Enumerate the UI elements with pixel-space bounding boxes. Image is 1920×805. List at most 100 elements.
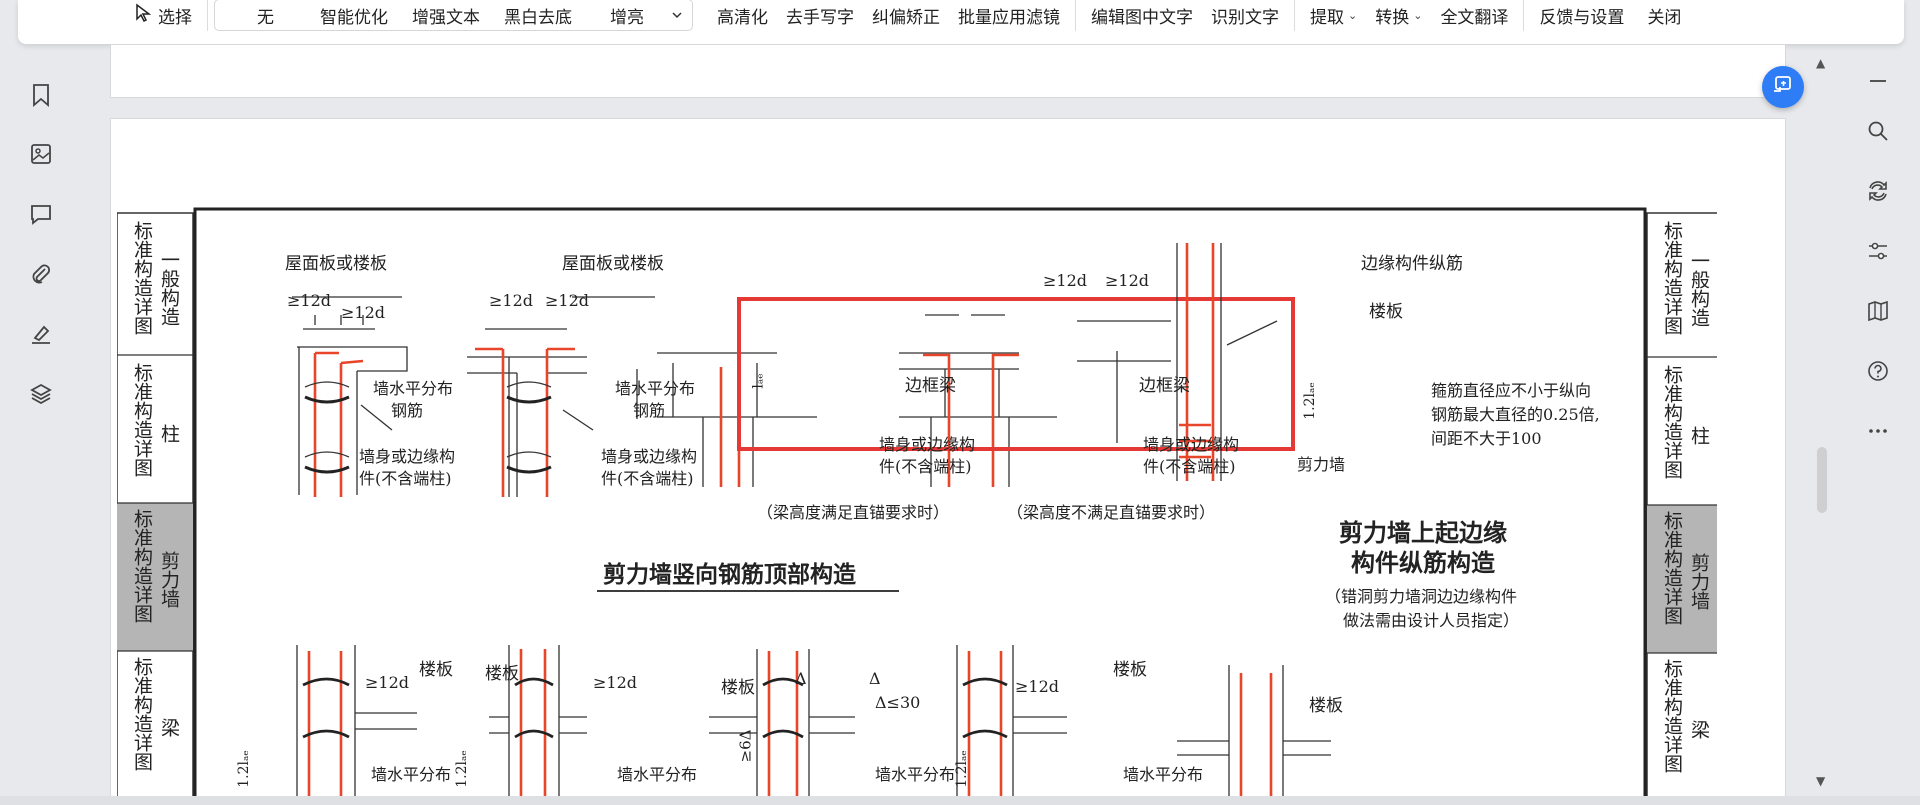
layers-icon[interactable] xyxy=(27,380,55,408)
chevron-down-icon: ⌄ xyxy=(1348,8,1358,22)
search-icon[interactable] xyxy=(1864,117,1892,145)
top-toolbar: 选择 无 智能优化 增强文本 黑白去底 增亮 高清化 去手写字 纠偏矫正 批量应… xyxy=(18,0,1904,44)
right-note-2: 做法需由设计人员指定） xyxy=(1343,611,1520,630)
filter-none[interactable]: 无 xyxy=(257,7,274,28)
label-shear-wall: 剪力墙 xyxy=(1297,455,1346,474)
scroll-down-icon[interactable]: ▼ xyxy=(1816,774,1826,788)
label-lae-12-d: 1.2lₐₑ xyxy=(953,750,970,788)
chevron-down-icon: ⌄ xyxy=(1413,8,1423,22)
label-12d-g: ≥12d xyxy=(365,673,410,692)
toolbar-divider xyxy=(1294,0,1295,31)
comment-icon[interactable] xyxy=(27,200,55,228)
label-floor-slab-4: 楼板 xyxy=(721,678,755,698)
side-cell-beam-right: 标准构造详图 梁 xyxy=(1661,659,1710,773)
label-stirrup-1: 箍筋直径应不小于纵向 xyxy=(1431,381,1592,400)
ocr-button[interactable]: 识别文字 xyxy=(1211,7,1279,28)
settings-sliders-icon[interactable] xyxy=(1864,237,1892,265)
map-book-icon[interactable] xyxy=(1864,297,1892,325)
filter-dropdown-button[interactable] xyxy=(666,0,688,30)
toolbar-divider xyxy=(1523,0,1525,31)
filter-brighten[interactable]: 增亮 xyxy=(610,7,644,28)
toolbar-divider xyxy=(207,0,208,31)
screen-translate-icon xyxy=(1771,73,1795,101)
side-cell-column-right: 标准构造详图 柱 xyxy=(1661,365,1710,479)
scrollbar-thumb[interactable] xyxy=(1817,447,1827,513)
right-note-1: （错洞剪力墙洞边边缘构件 xyxy=(1325,587,1518,606)
label-beam-not-ok: （梁高度不满足直锚要求时） xyxy=(1007,503,1216,522)
edit-text-button[interactable]: 编辑图中文字 xyxy=(1091,7,1193,28)
filter-selector: 无 智能优化 增强文本 黑白去底 增亮 xyxy=(214,0,693,31)
label-wall-body-3b: 件(不含端柱) xyxy=(879,457,972,476)
side-cell-shear-wall: 标准构造详图 剪力墙 xyxy=(131,509,180,623)
floating-tool-button[interactable] xyxy=(1762,66,1804,108)
label-12d-d: ≥12d xyxy=(545,291,590,310)
label-lae-12-c: 1.2lₐₑ xyxy=(453,750,470,788)
label-wall-horiz-2b: 钢筋 xyxy=(633,401,666,420)
label-wall-horiz-4: 墙水平分布 xyxy=(617,765,698,784)
feedback-settings-button[interactable]: 反馈与设置 xyxy=(1539,7,1625,28)
attachment-icon[interactable] xyxy=(27,260,55,288)
label-floor-slab-5: 楼板 xyxy=(1113,660,1147,680)
batch-filter-button[interactable]: 批量应用滤镜 xyxy=(958,7,1060,28)
close-button[interactable]: 关闭 xyxy=(1647,7,1682,28)
document-page-current: 标准构造详图 一般构造 标准构造详图 柱 标准构造详图 剪力墙 标准构造详图 梁… xyxy=(110,118,1786,805)
label-wall-body-2b: 件(不含端柱) xyxy=(601,469,694,488)
label-wall-body-1b: 件(不含端柱) xyxy=(359,469,452,488)
scroll-up-icon[interactable]: ▲ xyxy=(1816,56,1826,70)
label-floor-slab-1: 楼板 xyxy=(1369,302,1403,322)
more-icon[interactable] xyxy=(1864,417,1892,445)
filter-bw-remove-bg[interactable]: 黑白去底 xyxy=(504,7,572,28)
bottom-status-bar xyxy=(0,796,1920,805)
label-wall-body-3: 墙身或边缘构 xyxy=(879,435,976,454)
side-cell-beam: 标准构造详图 梁 xyxy=(131,657,180,771)
label-stirrup-3: 间距不大于100 xyxy=(1431,429,1542,448)
label-edge-longbar: 边缘构件纵筋 xyxy=(1361,254,1463,274)
label-wall-body-4: 墙身或边缘构 xyxy=(1143,435,1240,454)
side-cell-column: 标准构造详图 柱 xyxy=(131,363,180,477)
right-title-2: 构件纵筋构造 xyxy=(1351,549,1495,577)
deskew-button[interactable]: 纠偏矫正 xyxy=(872,7,940,28)
label-floor-slab-2: 楼板 xyxy=(419,660,453,680)
image-icon[interactable] xyxy=(27,140,55,168)
label-edge-beam-2: 边框梁 xyxy=(1139,376,1190,396)
label-12d-i: ≥12d xyxy=(1015,677,1060,696)
filter-enhance-text[interactable]: 增强文本 xyxy=(412,7,480,28)
document-page-previous xyxy=(110,44,1786,98)
help-icon[interactable] xyxy=(1864,357,1892,385)
label-lae: lₐₑ xyxy=(750,373,767,389)
select-tool-button[interactable]: 选择 xyxy=(18,0,201,37)
filter-smart-optimize[interactable]: 智能优化 xyxy=(320,7,388,28)
drawing-sheet: 标准构造详图 一般构造 标准构造详图 柱 标准构造详图 剪力墙 标准构造详图 梁… xyxy=(117,125,1717,804)
replace-icon[interactable] xyxy=(1864,177,1892,205)
label-12d-h: ≥12d xyxy=(593,673,638,692)
right-title-1: 剪力墙上起边缘 xyxy=(1339,519,1507,547)
label-12d-c: ≥12d xyxy=(489,291,534,310)
toolbar-divider xyxy=(1075,0,1076,31)
label-delta-30: Δ≤30 xyxy=(875,693,921,712)
chevron-down-icon xyxy=(672,5,682,25)
remove-handwriting-button[interactable]: 去手写字 xyxy=(786,7,854,28)
side-cell-general-right: 标准构造详图 一般构造 xyxy=(1661,221,1710,335)
drawing-canvas xyxy=(117,207,1717,804)
label-beam-ok: （梁高度满足直锚要求时） xyxy=(757,503,950,522)
bookmark-icon[interactable] xyxy=(27,81,55,109)
label-wall-body-1: 墙身或边缘构 xyxy=(359,447,456,466)
translate-button[interactable]: 全文翻译 xyxy=(1440,7,1509,28)
left-sidebar xyxy=(0,44,84,805)
label-delta-2: Δ xyxy=(869,669,881,688)
minimize-icon[interactable] xyxy=(1864,67,1892,95)
extract-menu[interactable]: 提取 ⌄ xyxy=(1301,0,1366,37)
select-tool-label: 选择 xyxy=(158,7,192,28)
label-stirrup-2: 钢筋最大直径的0.25倍, xyxy=(1431,405,1600,424)
side-cell-general: 标准构造详图 一般构造 xyxy=(117,221,193,355)
convert-menu[interactable]: 转换 ⌄ xyxy=(1366,0,1431,37)
hd-button[interactable]: 高清化 xyxy=(717,7,768,28)
convert-label: 转换 xyxy=(1375,7,1410,28)
label-delta-1: Δ xyxy=(795,669,807,688)
label-floor-slab-3: 楼板 xyxy=(485,664,519,684)
signature-icon[interactable] xyxy=(27,320,55,348)
label-roof-slab-1: 屋面板或楼板 xyxy=(285,254,387,274)
label-wall-horiz-1b: 钢筋 xyxy=(391,401,424,420)
label-wall-horiz-1: 墙水平分布 xyxy=(373,379,454,398)
section-title: 剪力墙竖向钢筋顶部构造 xyxy=(603,562,856,588)
